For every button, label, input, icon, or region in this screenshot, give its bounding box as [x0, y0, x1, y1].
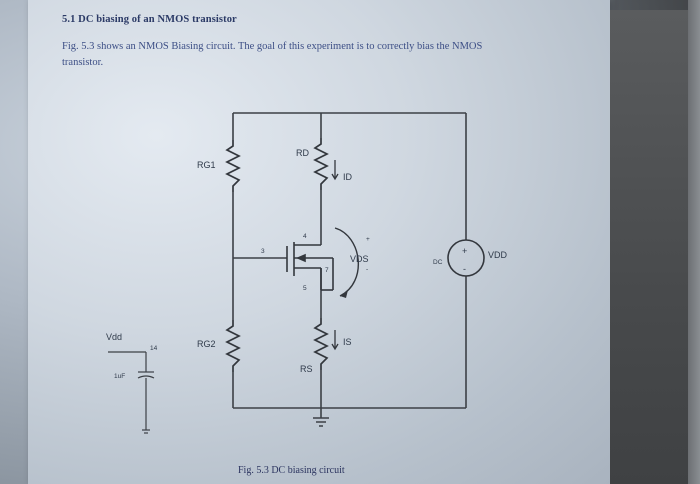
side-vdd-label: Vdd	[106, 332, 122, 342]
side-capacitor-schematic	[108, 351, 155, 434]
section-title: 5.1 DC biasing of an NMOS transistor	[62, 14, 237, 25]
circuit-wires	[232, 112, 467, 418]
side-cap-value-label: 1uF	[114, 373, 125, 380]
intro-text-line-1: Fig. 5.3 shows an NMOS Biasing circuit. …	[62, 41, 483, 52]
rd-label: RD	[296, 148, 309, 158]
photo-right-edge	[688, 0, 700, 484]
resistor-rg1	[225, 140, 241, 192]
vds-plus-label: +	[366, 236, 370, 243]
vdd-source-symbol	[447, 239, 485, 277]
rg1-label: RG1	[197, 160, 216, 170]
nmos-transistor	[286, 242, 334, 291]
is-arrow-icon	[331, 330, 339, 351]
source-minus-label: -	[463, 264, 466, 274]
side-node-14-label: 14	[150, 345, 158, 352]
dc-label: DC	[433, 259, 443, 266]
vdd-label: VDD	[488, 250, 508, 260]
intro-text-line-2: transistor.	[62, 57, 104, 68]
vds-label: VDS	[350, 254, 369, 264]
resistor-rd	[313, 138, 329, 190]
ground-symbol	[313, 417, 329, 427]
page-sheet	[28, 0, 610, 484]
is-label: IS	[343, 337, 352, 347]
id-arrow-icon	[331, 160, 339, 181]
resistor-rs	[313, 318, 329, 370]
figure-caption: Fig. 5.3 DC biasing circuit	[238, 465, 345, 476]
rg2-label: RG2	[197, 339, 216, 349]
source-plus-label: +	[462, 246, 467, 256]
rs-label: RS	[300, 364, 313, 374]
vds-arrowhead-icon	[340, 290, 348, 298]
vds-minus-label: -	[366, 266, 368, 273]
adjacent-page-dark	[610, 10, 700, 484]
node-7-label: 7	[325, 267, 329, 274]
resistor-rg2	[225, 320, 241, 372]
node-3-label: 3	[261, 248, 265, 255]
node-4-label: 4	[303, 233, 307, 240]
node-5-label: 5	[303, 285, 307, 292]
id-label: ID	[343, 172, 353, 182]
